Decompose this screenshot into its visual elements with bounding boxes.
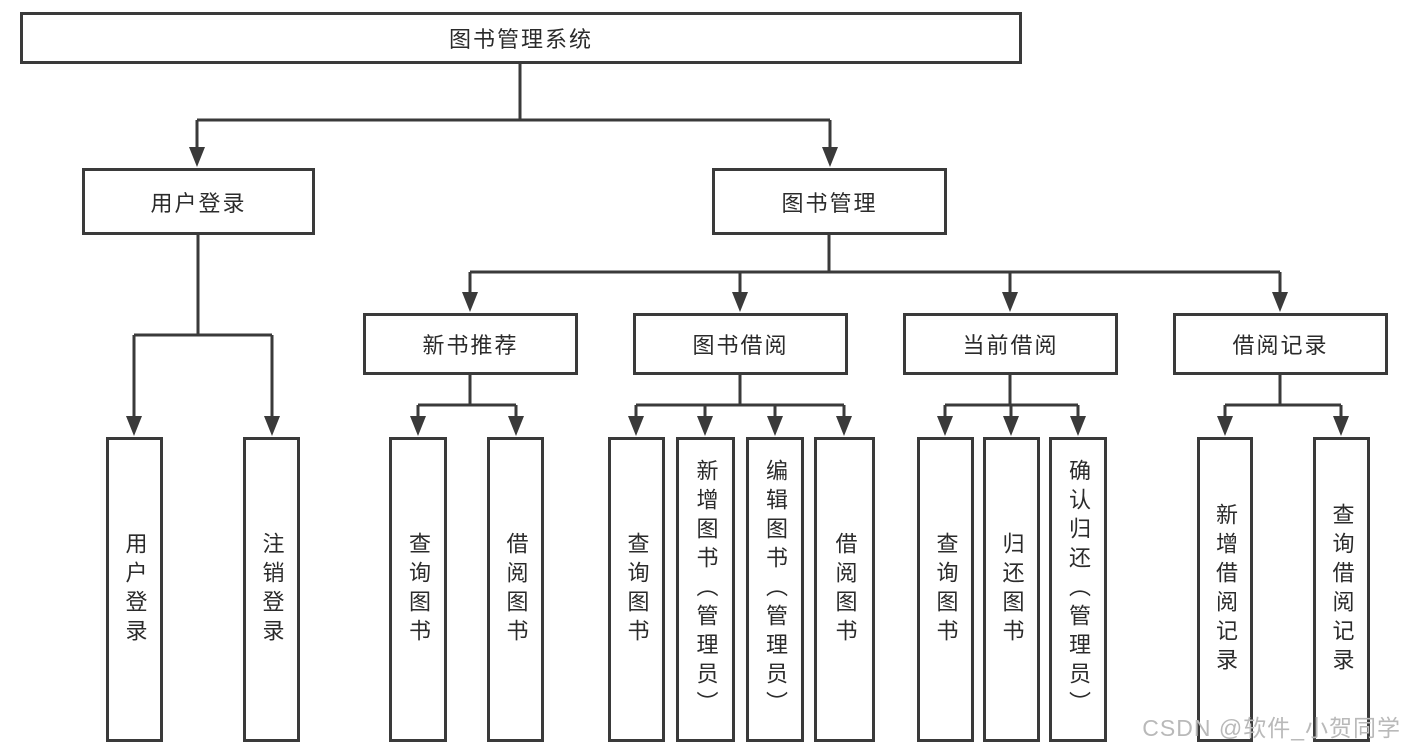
arrow-down-icon	[508, 416, 524, 436]
connector-new-book-recommendation-to-leaves	[410, 375, 524, 436]
leaf-borrowing-borrow-books: 借阅图书	[814, 437, 875, 742]
leaf-logout: 注销登录	[243, 437, 300, 742]
leaf-current-query-books: 查询图书	[917, 437, 974, 742]
node-root: 图书管理系统	[20, 12, 1022, 64]
arrow-down-icon	[189, 147, 205, 167]
csdn-watermark: CSDN @软件_小贺同学	[1142, 715, 1401, 741]
node-book-borrowing: 图书借阅	[633, 313, 848, 375]
arrow-down-icon	[1003, 416, 1019, 436]
leaf-user-login: 用户登录	[106, 437, 163, 742]
connector-book-borrowing-to-leaves	[628, 375, 852, 436]
arrow-down-icon	[1002, 292, 1018, 312]
arrow-down-icon	[462, 292, 478, 312]
arrow-down-icon	[937, 416, 953, 436]
connector-current-borrowing-to-leaves	[937, 375, 1086, 436]
arrow-down-icon	[836, 416, 852, 436]
arrow-down-icon	[410, 416, 426, 436]
arrow-down-icon	[1333, 416, 1349, 436]
node-borrowing-records: 借阅记录	[1173, 313, 1388, 375]
leaf-records-query-borrow-record: 查询借阅记录	[1313, 437, 1370, 742]
leaf-borrowing-query-books: 查询图书	[608, 437, 665, 742]
node-book-management: 图书管理	[712, 168, 947, 235]
connector-book-management-to-sections	[462, 235, 1288, 312]
arrow-down-icon	[264, 416, 280, 436]
arrow-down-icon	[822, 147, 838, 167]
leaf-records-add-borrow-record: 新增借阅记录	[1197, 437, 1253, 742]
leaf-current-return-books: 归还图书	[983, 437, 1040, 742]
leaf-current-confirm-return-admin: 确认归还（管理员）	[1049, 437, 1107, 742]
node-new-book-recommendation: 新书推荐	[363, 313, 578, 375]
arrow-down-icon	[697, 416, 713, 436]
connector-root-to-branches	[189, 64, 838, 167]
leaf-recommend-query-books: 查询图书	[389, 437, 447, 742]
arrow-down-icon	[126, 416, 142, 436]
leaf-borrowing-edit-books-admin: 编辑图书（管理员）	[746, 437, 804, 742]
leaf-recommend-borrow-books: 借阅图书	[487, 437, 544, 742]
arrow-down-icon	[1070, 416, 1086, 436]
arrow-down-icon	[628, 416, 644, 436]
arrow-down-icon	[732, 292, 748, 312]
node-current-borrowing: 当前借阅	[903, 313, 1118, 375]
connector-borrowing-records-to-leaves	[1217, 375, 1349, 436]
connector-user-login-to-leaves	[126, 235, 280, 436]
arrow-down-icon	[1217, 416, 1233, 436]
arrow-down-icon	[767, 416, 783, 436]
arrow-down-icon	[1272, 292, 1288, 312]
node-user-login: 用户登录	[82, 168, 315, 235]
leaf-borrowing-add-books-admin: 新增图书（管理员）	[676, 437, 735, 742]
